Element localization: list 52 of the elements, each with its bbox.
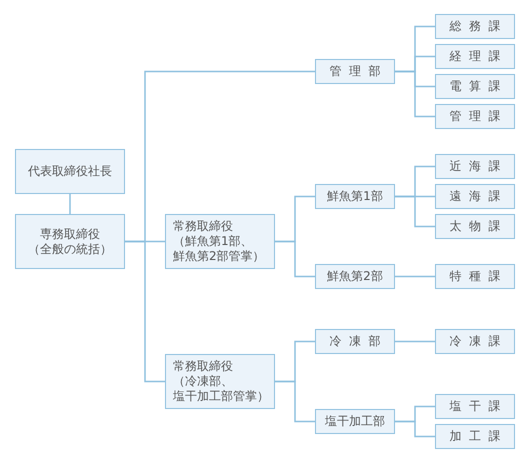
org-unit-label: 冷凍課 — [448, 334, 508, 349]
org-unit-label: 常務取締役 — [173, 219, 233, 234]
org-chart-box — [435, 74, 515, 99]
org-unit-label: （全般の統括） — [28, 242, 112, 256]
org-chart-box — [315, 264, 395, 289]
connector-line — [395, 70, 435, 118]
connector-line — [395, 196, 435, 228]
org-unit-label: 鮮魚第1部 — [327, 189, 383, 204]
org-chart-box — [435, 184, 515, 209]
org-chart-box — [435, 329, 515, 354]
org-unit-label: 冷凍部 — [328, 334, 388, 349]
org-unit-label: 遠海課 — [448, 189, 508, 204]
connector-line — [275, 240, 315, 278]
org-chart-box — [435, 154, 515, 179]
org-unit-label: 近海課 — [448, 159, 508, 174]
org-chart-box — [165, 354, 275, 409]
org-chart-box — [165, 214, 275, 269]
org-unit-label: （冷凍部、塩干加工部管掌） — [173, 374, 267, 404]
org-unit-label: 電算課 — [448, 79, 508, 94]
org-unit-label: 常務取締役 — [173, 359, 233, 374]
connector-line — [69, 194, 71, 214]
org-chart-box — [315, 59, 395, 84]
org-unit-label: 経理課 — [448, 49, 508, 64]
org-unit-label: 管理部 — [328, 64, 388, 79]
org-chart-box — [435, 394, 515, 419]
org-chart-box — [15, 214, 125, 269]
org-chart-box — [435, 14, 515, 39]
org-chart-box — [315, 329, 395, 354]
org-unit-label: 総務課 — [448, 19, 508, 34]
org-unit-label: 太物課 — [448, 219, 508, 234]
org-chart-box — [435, 424, 515, 449]
org-unit-label: 塩干加工部 — [325, 414, 385, 429]
org-chart-box — [435, 264, 515, 289]
org-chart-box — [435, 104, 515, 129]
org-unit-label: 鮮魚第2部 — [327, 269, 383, 284]
org-unit-label: 特種課 — [448, 269, 508, 284]
connector-line — [125, 240, 165, 382]
connector-line — [275, 380, 315, 422]
org-chart-box — [315, 409, 395, 434]
org-chart-box — [315, 184, 395, 209]
connector-line — [395, 340, 435, 342]
org-chart-box — [15, 149, 125, 194]
org-unit-label: 専務取締役 — [40, 226, 100, 242]
org-unit-label: 塩干課 — [448, 399, 508, 414]
connector-line — [395, 420, 435, 438]
org-unit-label: （鮮魚第1部、鮮魚第2部管掌） — [173, 234, 266, 264]
connector-line — [395, 276, 435, 278]
org-unit-label: 代表取締役社長 — [28, 164, 112, 179]
org-chart-box — [435, 44, 515, 69]
org-unit-label: 加工課 — [448, 429, 508, 444]
org-chart-box — [435, 214, 515, 239]
org-unit-label: 管理課 — [448, 109, 508, 124]
